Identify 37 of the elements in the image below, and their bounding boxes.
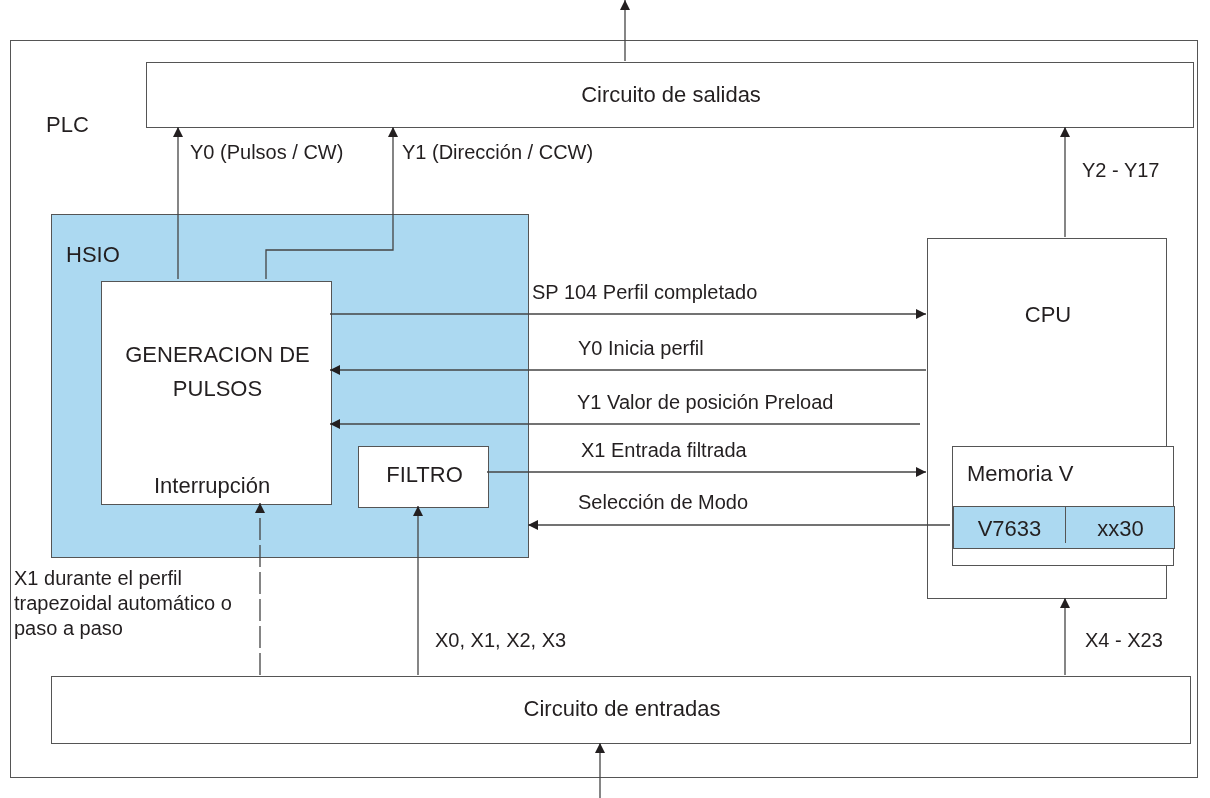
arrow (1060, 126, 1070, 238)
arrow (173, 126, 183, 280)
edge-label: Y0 Inicia perfil (578, 336, 704, 361)
arrow (265, 126, 398, 280)
box-title: Circuito de salidas (580, 81, 762, 109)
edge-label: SP 104 Perfil completado (532, 280, 758, 305)
box-title: FILTRO (385, 461, 464, 489)
arrow (595, 742, 605, 798)
interrupt-label: Interrupción (154, 472, 271, 500)
arrow (1060, 597, 1070, 676)
device-label: PLC (46, 111, 89, 139)
box-title: CPU (1023, 301, 1073, 329)
arrow (527, 520, 951, 530)
register-value: xx30 (1096, 515, 1145, 543)
edge-label: Y0 (Pulsos / CW) (190, 140, 345, 165)
edge-label: Y1 (Dirección / CCW) (402, 140, 595, 165)
hsio-module-box (51, 214, 529, 558)
memory-box (952, 446, 1174, 566)
box-node (51, 676, 1191, 744)
register-address: V7633 (976, 515, 1043, 543)
box-title: GENERACION DE PULSOS (124, 341, 311, 404)
edge-label: X1 durante el perfil trapezoidal automático o paso a paso (14, 566, 233, 641)
memory-register-row (953, 506, 1175, 549)
edge-label: X4 - X23 (1085, 628, 1163, 653)
arrow (620, 0, 630, 62)
edge-label: Selección de Modo (578, 490, 749, 515)
filter-box (358, 446, 489, 508)
module-title: HSIO (66, 241, 120, 269)
box-title: Memoria V (967, 460, 1074, 488)
edge-label: Y1 Valor de posición Preload (577, 390, 834, 415)
plc-enclosure (10, 40, 1198, 778)
output-circuit-box (146, 62, 1194, 128)
edge-label: X0, X1, X2, X3 (435, 628, 567, 653)
box-title: Circuito de entradas (522, 695, 722, 723)
pulse-generator-box (101, 281, 332, 505)
edge-label: X1 Entrada filtrada (581, 438, 747, 463)
edge-label: Y2 - Y17 (1082, 158, 1160, 183)
